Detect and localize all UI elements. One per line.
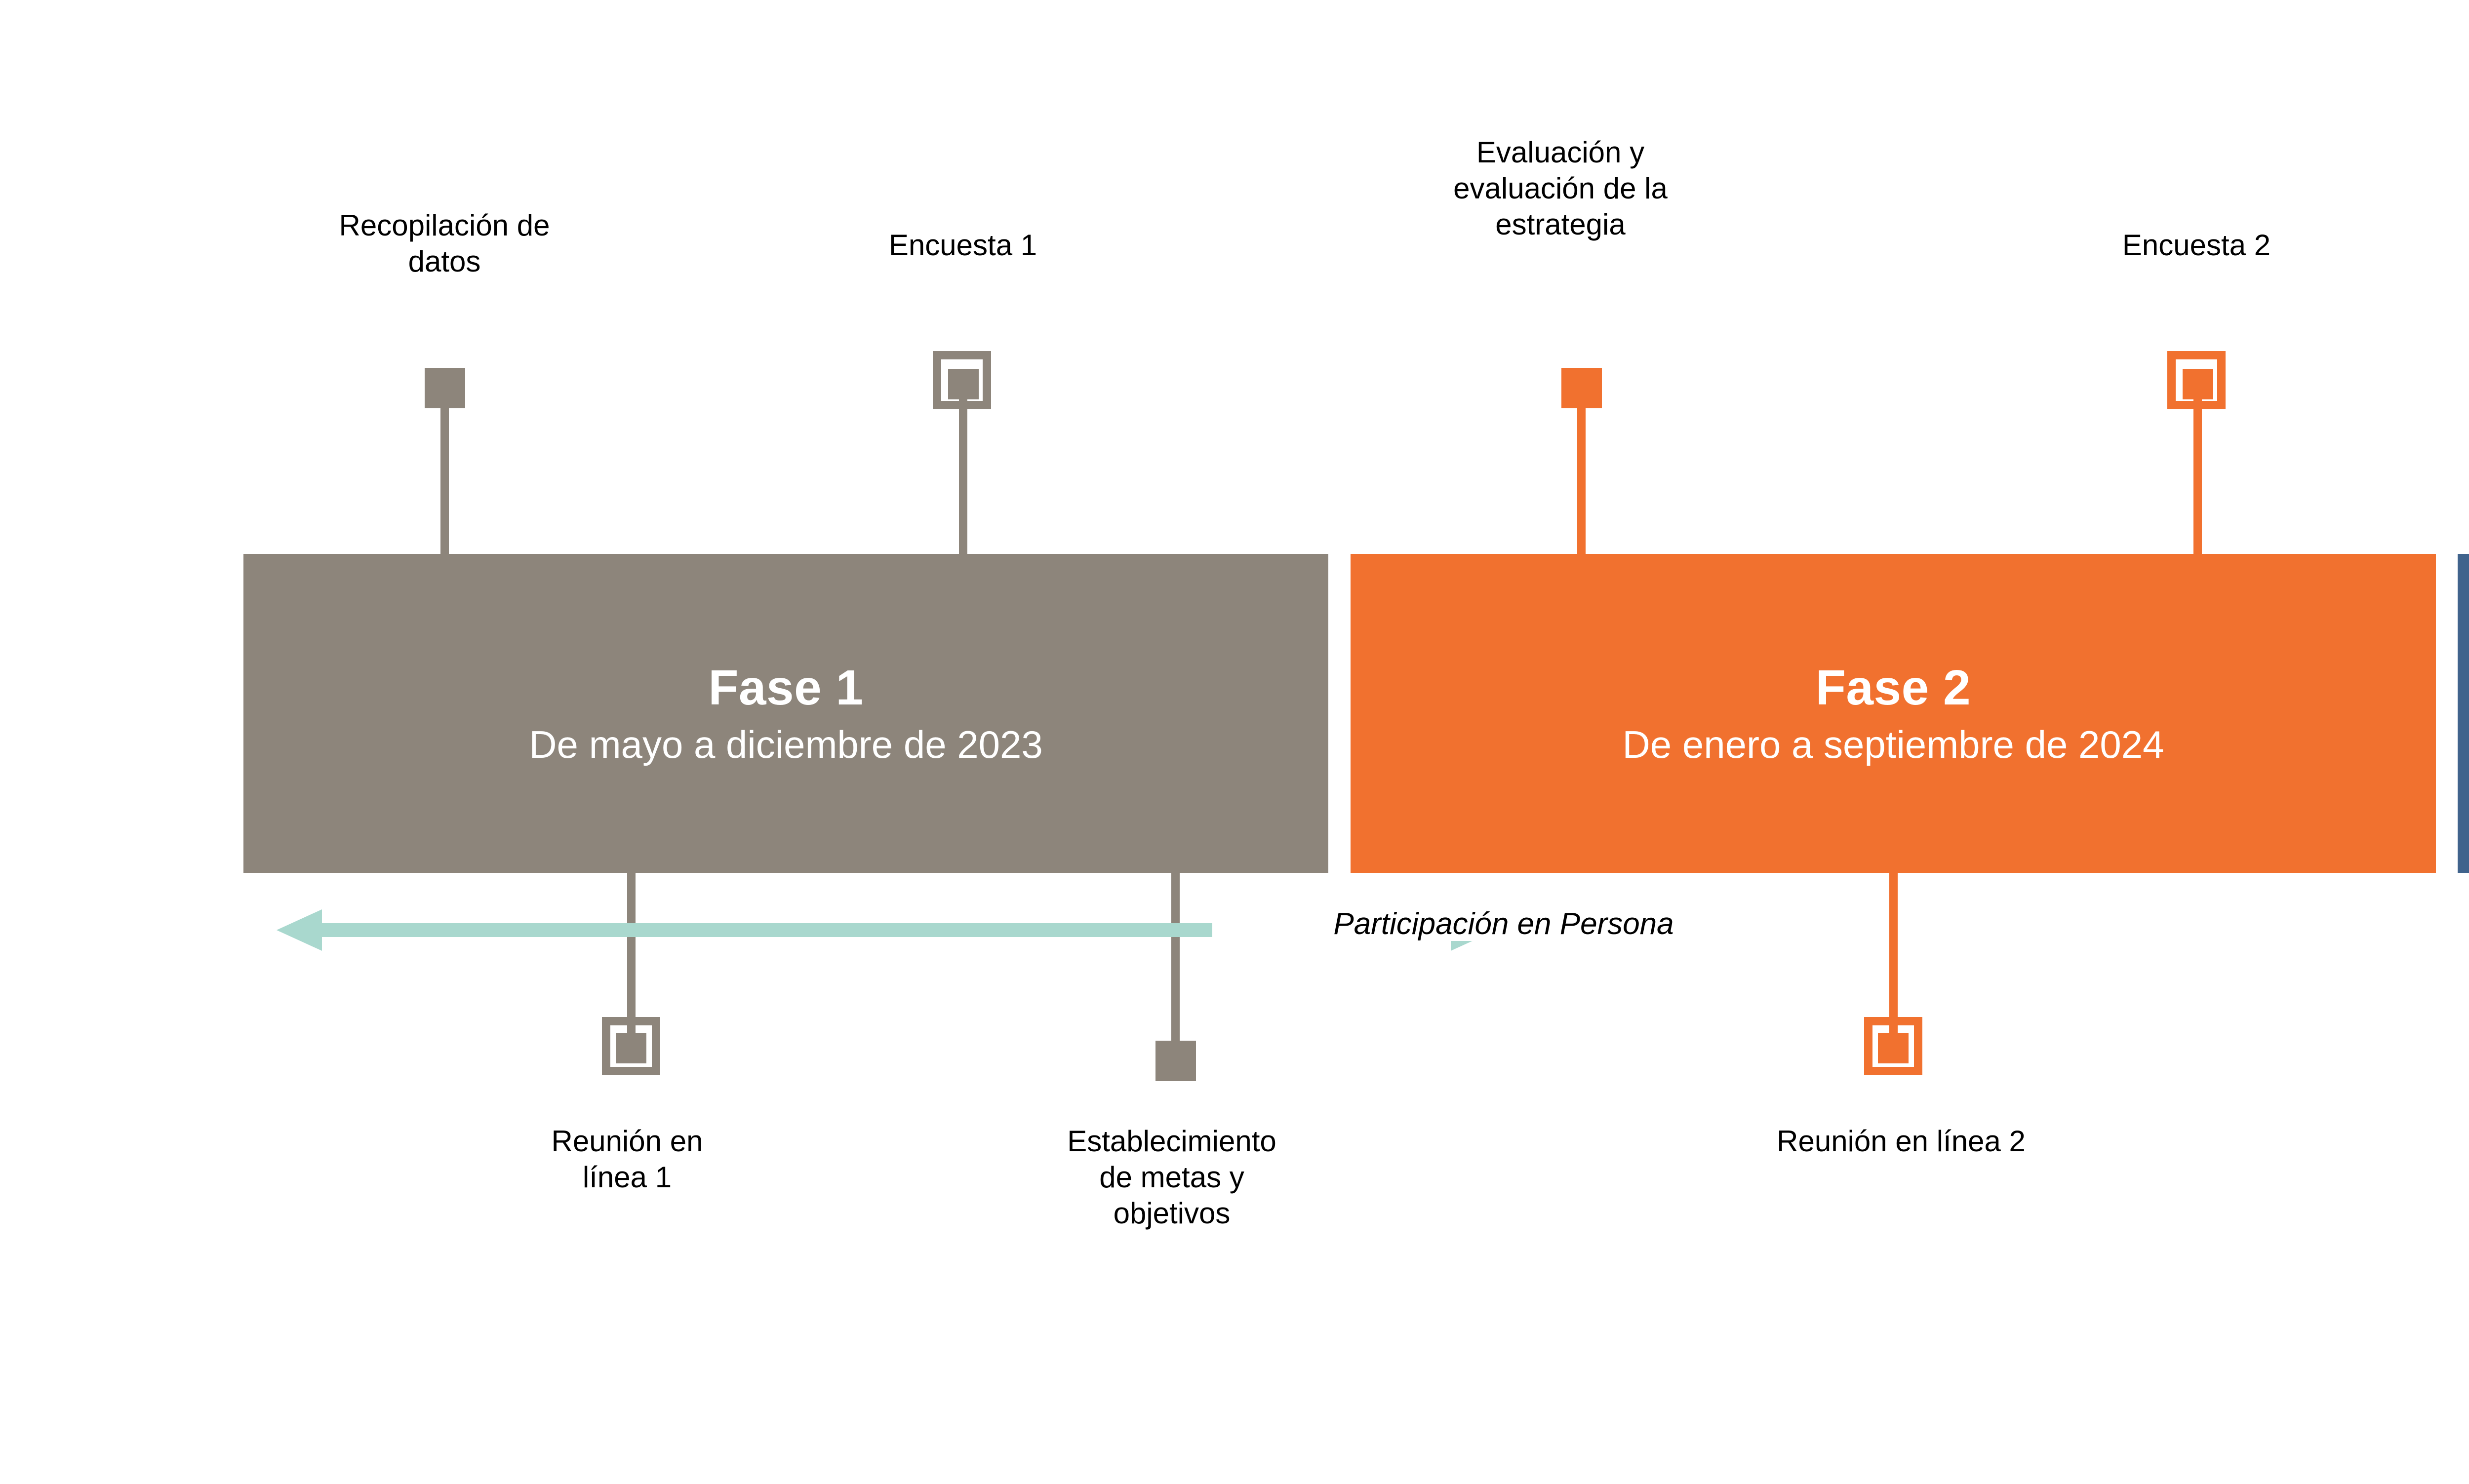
phase-1-title: Fase 1 bbox=[708, 660, 864, 715]
in-person-engagement-arrow bbox=[277, 909, 1496, 951]
milestone-stem-encuesta-2 bbox=[2193, 374, 2202, 556]
milestone-label-reunion-en-linea-1: Reunión en línea 1 bbox=[551, 1125, 703, 1194]
square-inner-icon-reunion-en-linea-1 bbox=[616, 1033, 646, 1063]
milestone-label-encuesta-1: Encuesta 1 bbox=[888, 229, 1037, 262]
square-inner-icon-encuesta-2 bbox=[2183, 369, 2213, 399]
milestone-label-recopilacion-de-datos: Recopilación de datos bbox=[339, 209, 550, 278]
square-solid-icon-recopilacion-de-datos bbox=[425, 368, 465, 408]
in-person-engagement-label: Participación en Persona bbox=[1212, 907, 1795, 941]
milestone-label-recomendaciones-borrador-plan: Recomendaciones del borrador del plan bbox=[2434, 134, 2469, 243]
square-outline-icon-reunion-en-linea-2 bbox=[1864, 1017, 1922, 1075]
milestone-label-encuesta-2: Encuesta 2 bbox=[2122, 229, 2271, 262]
square-solid-icon-establecimiento-metas bbox=[1155, 1041, 1196, 1081]
milestone-stem-encuesta-1 bbox=[959, 374, 967, 556]
square-outline-icon-encuesta-1 bbox=[933, 351, 991, 409]
phase-2-subtitle: De enero a septiembre de 2024 bbox=[1622, 722, 2164, 766]
milestone-label-establecimiento-metas: Establecimiento de metas y objetivos bbox=[1067, 1125, 1276, 1230]
phase-bar-3[interactable]: Fase 3 Septiembre de 2024 a 2025 bbox=[2458, 554, 2469, 873]
square-outline-icon-reunion-en-linea-1 bbox=[602, 1017, 660, 1075]
phase-bar-2[interactable]: Fase 2 De enero a septiembre de 2024 bbox=[1351, 554, 2436, 873]
phase-1-subtitle: De mayo a diciembre de 2023 bbox=[529, 722, 1043, 766]
milestone-label-reunion-en-linea-2: Reunión en línea 2 bbox=[1777, 1125, 2026, 1158]
milestone-stem-reunion-en-linea-2 bbox=[1889, 873, 1898, 1046]
square-outline-icon-encuesta-2 bbox=[2167, 351, 2226, 409]
phase-2-title: Fase 2 bbox=[1815, 660, 1971, 715]
double-arrow-icon bbox=[277, 909, 1496, 951]
milestone-label-evaluacion-estrategia: Evaluación y evaluación de la estrategia bbox=[1453, 136, 1668, 241]
square-solid-icon-evaluacion-estrategia bbox=[1561, 368, 1602, 408]
milestone-stem-reunion-en-linea-1 bbox=[627, 873, 636, 1046]
milestone-stem-establecimiento-metas bbox=[1171, 873, 1180, 1041]
phase-bar-1[interactable]: Fase 1 De mayo a diciembre de 2023 bbox=[243, 554, 1328, 873]
milestone-stem-evaluacion-estrategia bbox=[1577, 368, 1586, 555]
square-inner-icon-encuesta-1 bbox=[948, 369, 979, 399]
square-inner-icon-reunion-en-linea-2 bbox=[1878, 1033, 1909, 1063]
milestone-stem-recopilacion-de-datos bbox=[440, 368, 449, 555]
